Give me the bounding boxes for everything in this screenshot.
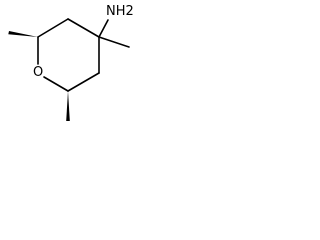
bond-c3-c4	[67, 18, 100, 38]
wedge-c2-methyl	[8, 31, 39, 37]
bond-c2-c3	[37, 18, 69, 38]
bond-c4-nh2	[98, 19, 109, 38]
molecule-structure-diagram: NH2 O	[8, 4, 134, 121]
stereo-bonds	[8, 31, 70, 121]
substituent-bonds	[98, 19, 130, 48]
nh2-label: NH2	[106, 4, 134, 19]
bond-c4-methyl	[98, 36, 130, 48]
ring-oxygen-label: O	[33, 65, 43, 80]
wedge-c6-methyl	[66, 91, 70, 121]
ring-bonds	[37, 18, 100, 92]
bond-c5-c6	[67, 72, 100, 92]
bond-c6-o	[43, 76, 69, 92]
